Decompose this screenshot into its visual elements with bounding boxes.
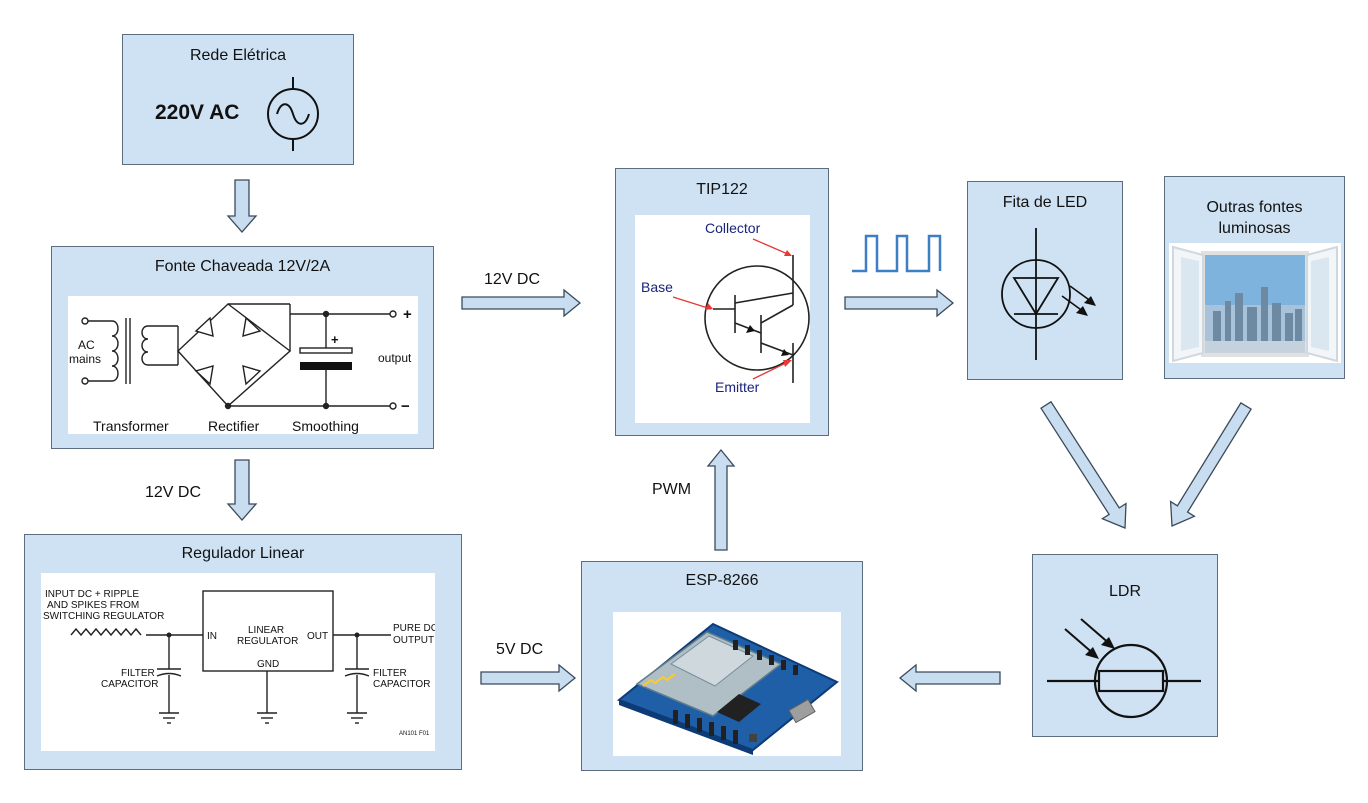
pin-out-label: OUT	[307, 631, 328, 642]
fita-de-led-title: Fita de LED	[968, 194, 1122, 212]
rectifier-label: Rectifier	[208, 418, 260, 434]
esp8266-board-image	[613, 612, 841, 756]
input-label-3: SWITCHING REGULATOR	[43, 611, 164, 622]
pure-dc-label-2: OUTPUT	[393, 635, 434, 646]
esp8266-title: ESP-8266	[582, 572, 862, 590]
arrow-rede-to-fonte	[228, 180, 256, 232]
cap-plus-label: +	[331, 332, 339, 347]
input-label-2: AND SPIKES FROM	[47, 600, 139, 611]
arrow-fonte-to-tip	[462, 290, 580, 316]
regulator-circuit-icon: INPUT DC + RIPPLE AND SPIKES FROM SWITCH…	[41, 573, 435, 751]
ic-label-1: LINEAR	[248, 625, 284, 636]
output-minus-label: −	[401, 398, 410, 415]
ac-source-icon	[263, 75, 323, 153]
fonte-chaveada-block: Fonte Chaveada 12V/2A	[51, 246, 434, 449]
rectifier-circuit-icon: + + − AC mains output Transformer Rectif…	[68, 296, 418, 434]
filter-label-right: FILTER	[373, 668, 407, 679]
ac-label: AC	[78, 338, 95, 352]
ldr-title: LDR	[1033, 583, 1217, 601]
base-label: Base	[641, 279, 673, 295]
emitter-label: Emitter	[715, 379, 760, 395]
pwm-signal-icon	[852, 236, 940, 271]
tip122-title: TIP122	[616, 181, 828, 199]
fonte-chaveada-title: Fonte Chaveada 12V/2A	[52, 258, 433, 276]
rede-eletrica-title: Rede Elétrica	[123, 47, 353, 65]
output-label: output	[378, 351, 412, 365]
linear-regulator-schematic: INPUT DC + RIPPLE AND SPIKES FROM SWITCH…	[41, 573, 435, 751]
label-regulador-to-esp: 5V DC	[496, 641, 543, 659]
outras-fontes-title-1: Outras fontes	[1165, 199, 1344, 217]
transistor-diagram: Collector Base Emitter	[635, 215, 810, 423]
fita-de-led-block: Fita de LED	[967, 181, 1123, 380]
label-fonte-to-regulador: 12V DC	[145, 484, 201, 502]
pure-dc-label-1: PURE DC	[393, 623, 435, 634]
darlington-transistor-icon: Collector Base Emitter	[635, 215, 810, 423]
rede-eletrica-block: Rede Elétrica 220V AC	[122, 34, 354, 165]
capacitor-label-left: CAPACITOR	[101, 679, 158, 690]
capacitor-label-right: CAPACITOR	[373, 679, 430, 690]
regulador-linear-title: Regulador Linear	[25, 545, 461, 563]
outras-fontes-title-2: luminosas	[1165, 220, 1344, 238]
esp8266-board-icon	[613, 612, 841, 756]
esp8266-block: ESP-8266	[581, 561, 863, 771]
rectifier-schematic: + + − AC mains output Transformer Rectif…	[68, 296, 418, 434]
arrow-fonte-to-regulador	[228, 460, 256, 520]
regulador-linear-block: Regulador Linear INPUT DC + RIPPLE AND S	[24, 534, 462, 770]
input-label-1: INPUT DC + RIPPLE	[45, 589, 139, 600]
output-plus-label: +	[403, 306, 412, 323]
arrow-ldr-to-esp	[900, 665, 1000, 691]
arrow-regulador-to-esp	[481, 665, 575, 691]
label-fonte-to-tip: 12V DC	[484, 271, 540, 289]
led-symbol-icon	[992, 226, 1102, 366]
arrow-led-to-ldr	[1041, 402, 1126, 528]
ic-label-2: REGULATOR	[237, 636, 298, 647]
pin-in-label: IN	[207, 631, 217, 642]
pin-gnd-label: GND	[257, 659, 279, 670]
tip122-block: TIP122	[615, 168, 829, 436]
rede-eletrica-voltage: 220V AC	[155, 101, 239, 125]
arrow-tip-to-led	[845, 290, 953, 316]
window-image-icon	[1169, 243, 1341, 363]
figure-code-label: AN101 F01	[399, 731, 430, 737]
arrow-outras-to-ldr	[1171, 403, 1252, 526]
ldr-symbol-icon	[1045, 611, 1205, 731]
ldr-block: LDR	[1032, 554, 1218, 737]
smoothing-label: Smoothing	[292, 418, 359, 434]
outras-fontes-block: Outras fontes luminosas	[1164, 176, 1345, 379]
filter-label-left: FILTER	[121, 668, 155, 679]
mains-label: mains	[69, 352, 101, 366]
transformer-label: Transformer	[93, 418, 169, 434]
collector-label: Collector	[705, 220, 761, 236]
label-esp-to-tip: PWM	[652, 481, 691, 499]
arrow-esp-to-tip	[708, 450, 734, 550]
